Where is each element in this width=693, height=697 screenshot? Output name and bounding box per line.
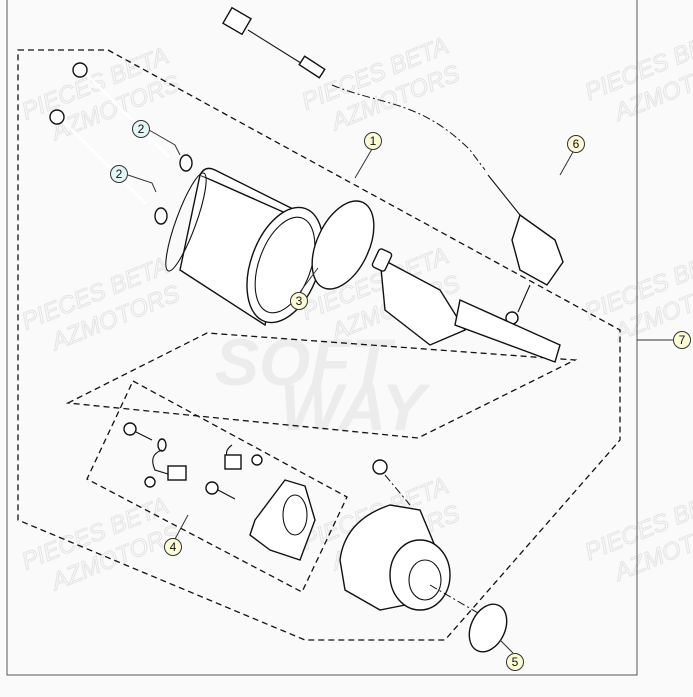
bolts-washers bbox=[49, 62, 193, 225]
callout-label: 5 bbox=[512, 655, 519, 669]
callout-label: 6 bbox=[573, 137, 580, 151]
callout-label: 2 bbox=[138, 122, 145, 136]
callout-part-5[interactable]: 5 bbox=[506, 653, 524, 671]
brush-kit-parts bbox=[123, 422, 316, 561]
callout-label: 4 bbox=[170, 540, 177, 554]
callout-part-6[interactable]: 6 bbox=[567, 135, 585, 153]
callout-part-2[interactable]: 2 bbox=[110, 165, 128, 183]
assembly-frame bbox=[6, 0, 638, 676]
starter-yoke bbox=[165, 167, 324, 327]
softway-logo-text: SOFT bbox=[215, 325, 396, 399]
callout-part-1[interactable]: 1 bbox=[364, 132, 382, 150]
callout-part-7[interactable]: 7 bbox=[673, 331, 691, 349]
leader-lines bbox=[127, 129, 574, 654]
cable-part bbox=[222, 6, 564, 325]
callout-label: 3 bbox=[296, 294, 303, 308]
callout-label: 7 bbox=[679, 333, 686, 347]
callout-label: 1 bbox=[370, 134, 377, 148]
o-ring-part bbox=[311, 200, 375, 290]
end-housing-part bbox=[339, 459, 491, 621]
softway-logo-text: WAY bbox=[280, 370, 430, 444]
group-outline-brush-kit bbox=[86, 380, 348, 593]
armature-part bbox=[371, 248, 561, 363]
callout-part-3[interactable]: 3 bbox=[290, 292, 308, 310]
o-ring-small-part bbox=[468, 603, 508, 653]
callout-label: 2 bbox=[116, 167, 123, 181]
group-outline-brush-plate bbox=[65, 332, 578, 439]
callout-part-2[interactable]: 2 bbox=[132, 120, 150, 138]
callout-part-4[interactable]: 4 bbox=[164, 538, 182, 556]
